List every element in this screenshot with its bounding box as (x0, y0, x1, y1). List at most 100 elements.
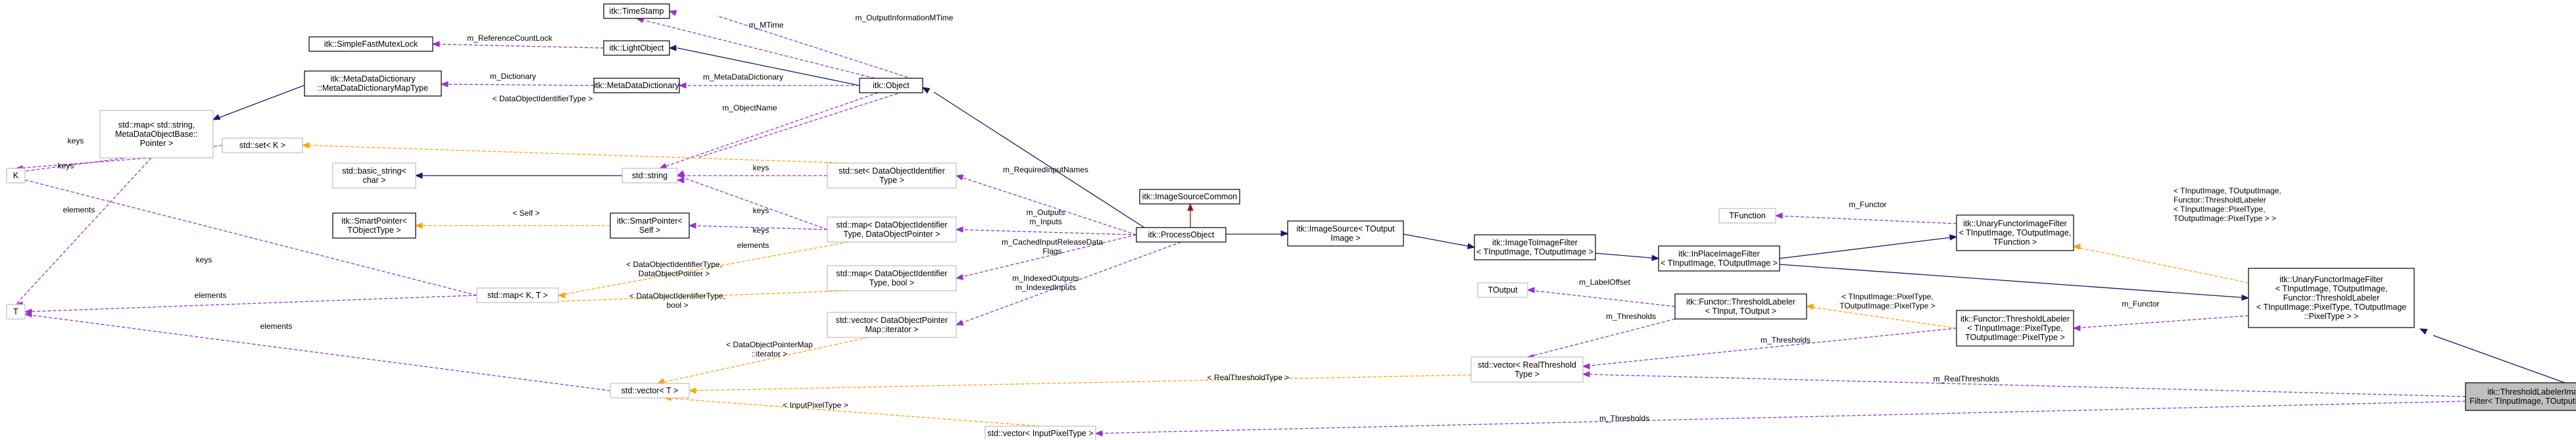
edge-line (1779, 264, 2249, 299)
node-processobject[interactable]: itk::ProcessObject (1136, 227, 1227, 243)
node-stdmap-string[interactable]: std::map< std::string,MetaDataObjectBase… (99, 110, 214, 159)
node-label: std::set< K > (239, 141, 285, 150)
edge-line (677, 175, 828, 230)
node-label: itk::ImageSource< TOutput (1296, 224, 1395, 233)
node-box (610, 383, 690, 399)
edge-use-11 (668, 10, 923, 83)
node-label: itk::UnaryFunctorImageFilter (1963, 219, 2067, 228)
node-smartpointer-tobject[interactable]: itk::SmartPointer<TObjectType > (332, 212, 416, 239)
edge-label-outputs-inputs: m_Outputs (1027, 208, 1065, 217)
edge-label-keys-map-string: keys (753, 206, 769, 215)
node-metadatadictionarymaptype[interactable]: itk::MetaDataDictionary::MetaDataDiction… (304, 70, 442, 97)
edge-arrowhead (301, 142, 310, 149)
node-t[interactable]: T (6, 304, 26, 320)
edge-label-keys-map-to-string: keys (68, 136, 84, 145)
edge-tmpl-43 (663, 395, 1041, 427)
diagram-edges (14, 10, 2565, 437)
edge-inherit-7 (1779, 234, 1958, 259)
node-box (621, 168, 678, 183)
node-label: itk::ProcessObject (1148, 230, 1215, 239)
node-label: MetaDataObjectBase:: (115, 130, 198, 139)
node-box (859, 78, 923, 93)
node-label: itk::SmartPointer< (341, 216, 407, 226)
edge-arrowhead (1949, 234, 1958, 241)
edge-label-functor-mid: m_Functor (2122, 299, 2159, 308)
edge-inherit-3 (921, 87, 1145, 228)
edge-line (2433, 335, 2565, 383)
edge-use-21 (14, 157, 152, 172)
node-object[interactable]: itk::Object (859, 78, 923, 93)
node-map-dataobject-bool[interactable]: std::map< DataObjectIdentifierType, bool… (827, 265, 957, 291)
node-label: Filter< TInputImage, TOutputImage > (2469, 397, 2576, 406)
node-vector-realthreshold[interactable]: std::vector< RealThresholdType > (1470, 356, 1584, 383)
edge-line (696, 85, 923, 159)
edge-arrowhead (1280, 230, 1289, 237)
node-map-kt[interactable]: std::map< K, T > (476, 287, 559, 303)
node-imagetoimagefilter[interactable]: itk::ImageToImageFilter< TInputImage, TO… (1474, 234, 1596, 260)
edge-label-cachedinputrelease: Flags (1042, 247, 1061, 256)
edge-arrowhead (24, 311, 32, 318)
node-unaryfunctor-full[interactable]: itk::UnaryFunctorImageFilter< TInputImag… (2248, 268, 2415, 328)
edge-label-keys-set-string: keys (753, 163, 769, 172)
node-label: std::basic_string< (342, 166, 406, 176)
node-tfunction[interactable]: TFunction (1718, 208, 1776, 224)
edge-labels: m_MTimem_OutputInformationMTimem_Referen… (58, 13, 2281, 423)
node-smartpointer-self[interactable]: itk::SmartPointer<Self > (610, 212, 690, 239)
edge-inherit-1 (212, 83, 310, 120)
node-stdset-k[interactable]: std::set< K > (222, 137, 303, 153)
node-imagesourcecommon[interactable]: itk::ImageSourceCommon (1139, 189, 1240, 205)
edge-arrowhead (1805, 303, 1814, 310)
edge-line (1595, 253, 1659, 259)
edge-label-functor-tmpl-top: TOutputImage::PixelType > > (2174, 214, 2276, 223)
edge-label-thresholds-left: m_Thresholds (1606, 312, 1656, 321)
node-set-dataobjectidentifier[interactable]: std::set< DataObjectIdentifierType > (827, 162, 957, 189)
node-timestamp[interactable]: itk::TimeStamp (603, 3, 670, 19)
node-map-dataobject-pointer[interactable]: std::map< DataObjectIdentifierType, Data… (827, 216, 957, 243)
node-label: TOutput (1488, 285, 1518, 295)
node-thresholdlabeler-tinput[interactable]: itk::Functor::ThresholdLabeler< TInput, … (1674, 293, 1807, 320)
node-vector-iterator[interactable]: std::vector< DataObjectPointerMap::itera… (827, 312, 957, 338)
edge-label-elements-t-left: elements (63, 205, 95, 214)
node-box (827, 312, 957, 338)
edge-line (1527, 289, 1676, 307)
edge-arrowhead (414, 172, 423, 179)
node-metadatadictionary[interactable]: itk::MetaDataDictionary (593, 78, 680, 93)
node-toutput[interactable]: TOutput (1477, 282, 1528, 298)
edge-use-17 (955, 174, 1137, 235)
node-imagesource[interactable]: itk::ImageSource< TOutputImage > (1287, 220, 1404, 247)
node-box (2465, 382, 2576, 411)
node-box (1139, 189, 1240, 205)
node-lightobject[interactable]: itk::LightObject (603, 40, 670, 56)
edge-line (1806, 306, 1957, 329)
edge-line (716, 15, 923, 83)
node-k[interactable]: K (6, 168, 26, 183)
node-label: Image > (1330, 233, 1361, 243)
edge-line (956, 241, 1182, 326)
node-box (6, 168, 26, 183)
node-box (99, 110, 214, 159)
edge-label-functor-tmpl-top: < TInputImage::PixelType, (2174, 205, 2266, 214)
node-box (603, 40, 670, 56)
node-thresholdlabeler-pixel[interactable]: itk::Functor::ThresholdLabeler< TInputIm… (1956, 310, 2074, 347)
edge-label-functor-tmpl-top: < TInputImage, TOutputImage, (2174, 186, 2281, 195)
node-vector-t[interactable]: std::vector< T > (610, 383, 690, 399)
edge-line (15, 177, 477, 296)
node-label: Type, DataObjectPointer > (844, 230, 940, 239)
edge-label-tinput-tmpl: TOutputImage::PixelType > (1839, 301, 1935, 310)
node-simplefastmutexlock[interactable]: itk::SimpleFastMutexLock (308, 36, 433, 52)
node-label: Type > (1515, 370, 1540, 379)
node-basic-string[interactable]: std::basic_string<char > (332, 162, 416, 189)
node-label: itk::UnaryFunctorImageFilter (2279, 275, 2383, 284)
node-thresholdlabelerimagefilter[interactable]: itk::ThresholdLabelerImageFilter< TInput… (2465, 382, 2576, 411)
node-inplaceimagefilter[interactable]: itk::InPlaceImageFilter< TInputImage, TO… (1658, 245, 1780, 272)
node-vector-inputpixel[interactable]: std::vector< InputPixelType > (984, 426, 1096, 440)
edge-line (558, 241, 849, 296)
node-stdstring[interactable]: std::string (621, 168, 678, 183)
node-unaryfunctor-tfunction[interactable]: itk::UnaryFunctorImageFilter< TInputImag… (1956, 214, 2074, 251)
edge-use-20 (955, 241, 1182, 326)
edge-label-self: < Self > (512, 208, 539, 218)
edge-arrowhead (955, 319, 964, 326)
node-label: std::map< DataObjectIdentifier (836, 269, 947, 278)
edge-line (1095, 401, 2466, 434)
